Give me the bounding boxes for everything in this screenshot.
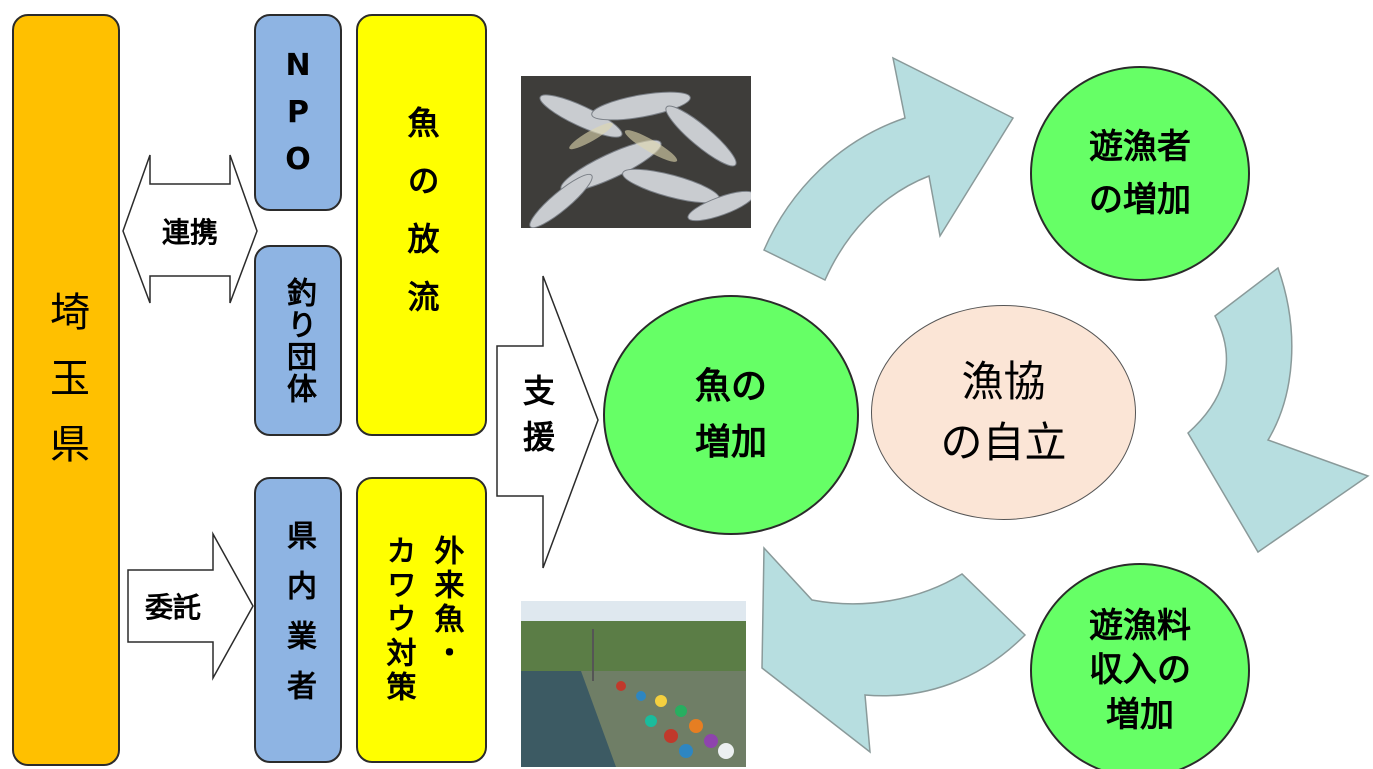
- cooperation-label: 連携: [161, 216, 218, 249]
- npo-box: NPO: [254, 14, 342, 211]
- anglers-photo: [521, 601, 746, 767]
- cooperation-double-arrow: [122, 154, 258, 304]
- prefecture-box: 埼玉県: [12, 14, 120, 766]
- fishing-groups-box: 釣り団体: [254, 245, 342, 436]
- center-self-reliance-circle: 漁協 の自立: [871, 305, 1136, 520]
- invasive-control-box: 外来魚・ カワウ対策: [356, 477, 487, 763]
- revenue-increase-circle: 遊漁料 収入の 増加: [1030, 563, 1250, 769]
- invasive-line1: 外来魚・: [428, 535, 464, 671]
- fish-photo-illustration: [521, 76, 751, 228]
- cycle-arrow-top: [763, 56, 1015, 282]
- fish-release-box: 魚の放流: [356, 14, 487, 436]
- anglers-photo-illustration: [521, 601, 746, 767]
- contractors-box: 県内業者: [254, 477, 342, 763]
- prefecture-label: 埼玉県: [43, 291, 89, 489]
- commission-label: 委託: [144, 591, 201, 624]
- anglers-increase-circle: 遊漁者 の増加: [1030, 66, 1250, 281]
- npo-label: NPO: [280, 48, 316, 189]
- fish-photo: [521, 76, 751, 228]
- cycle-arrow-bottom: [761, 546, 1027, 754]
- fish-increase-circle: 魚の 増加: [603, 295, 859, 535]
- contractors-label: 県内業者: [281, 520, 316, 720]
- fishing-groups-label: 釣り団体: [281, 276, 316, 405]
- fish-release-label: 魚の放流: [402, 106, 441, 338]
- commission-arrow: [127, 531, 254, 681]
- support-label: 支援: [518, 374, 556, 466]
- cycle-arrow-right: [1187, 266, 1370, 554]
- support-arrow: [496, 275, 599, 569]
- invasive-line2: カワウ対策: [380, 535, 416, 705]
